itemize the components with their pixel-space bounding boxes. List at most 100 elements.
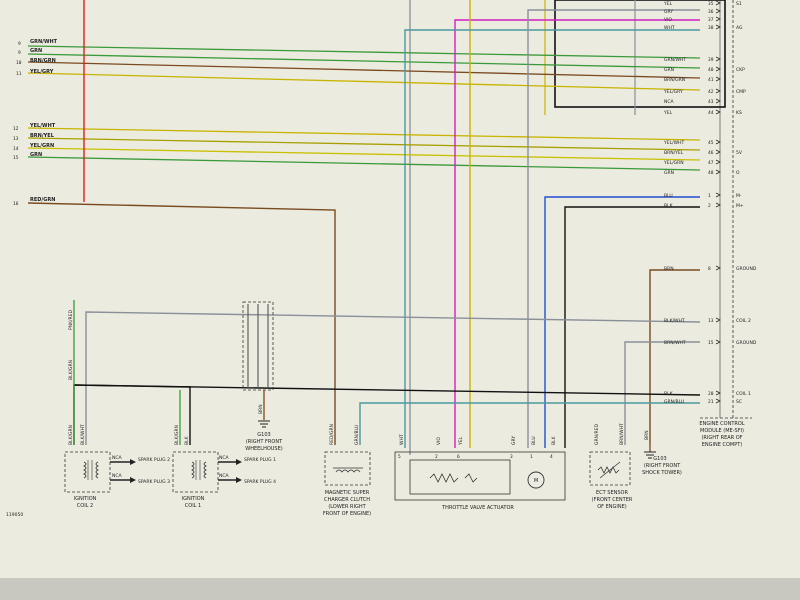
svg-text:WHT: WHT (399, 434, 405, 445)
connector-chevron-icon (715, 202, 721, 208)
diagram-sheet (0, 0, 800, 580)
svg-text:G103: G103 (653, 456, 666, 462)
svg-text:11: 11 (16, 71, 22, 77)
ecm-pin-number: 43 (708, 99, 714, 105)
left-wire-labels: 9 GRN/WHT 9 GRN 10 BRN/GRN 11 YEL/GRY 12… (13, 39, 58, 207)
throttle-resistor-icon (429, 473, 478, 483)
ecm-pin-number: 20 (708, 391, 714, 397)
svg-text:GRN: GRN (30, 48, 42, 54)
svg-text:CHARGER CLUTCH: CHARGER CLUTCH (324, 497, 370, 503)
ecm-pin-number: 46 (708, 150, 714, 156)
throttle-inner-box (409, 459, 511, 495)
ecm-wire-label: GRY (664, 9, 673, 15)
ect-sensor-box (589, 451, 631, 486)
gry-wire (527, 9, 700, 448)
svg-text:BLK/GRN: BLK/GRN (174, 425, 180, 445)
ecm-wire-label: GRN (664, 67, 674, 73)
svg-text:12: 12 (13, 126, 19, 132)
ecm-pin-number: 39 (708, 57, 714, 63)
ignition-coil-1-box (172, 451, 219, 493)
ecm-pin-number: 2 (708, 203, 711, 209)
connector-chevron-icon (715, 339, 721, 345)
connector-chevron-icon (715, 398, 721, 404)
connector-chevron-icon (715, 56, 721, 62)
ecm-pin-number: 13 (708, 318, 714, 324)
throttle-actuator-box (394, 451, 566, 501)
ecm-wire-label: BLU (664, 193, 673, 199)
ecm-wire-label: BLK/WHT (664, 318, 685, 324)
svg-text:(RIGHT FRONT: (RIGHT FRONT (246, 439, 283, 445)
vertical-wire-labels: PNK/RED BLK/GRN BLK/GRN BLK/WHT BLK/GRN … (68, 309, 650, 446)
ecm-pin-number: 38 (708, 25, 714, 31)
ecm-wire-label: WHT (664, 25, 675, 31)
ecm-wire-label: YEL/GRN (663, 160, 684, 166)
g103-shock-caption: G103 (RIGHT FRONT SHOCK TOWER) (642, 456, 682, 476)
top-block-black (554, 0, 726, 108)
ecm-signal-label: SC (736, 399, 742, 405)
ecm-wire-label: BLK (664, 203, 674, 209)
ecm-pin-number: 48 (708, 170, 714, 176)
ecm-signal-label: AG (736, 25, 743, 31)
ignition-coil-2-box (64, 451, 111, 493)
svg-text:(RIGHT REAR OF: (RIGHT REAR OF (701, 435, 742, 441)
svg-text:G103: G103 (257, 432, 270, 438)
coil1-spark-arrows (218, 461, 236, 481)
svg-text:BRN/WHT: BRN/WHT (619, 423, 625, 445)
ecm-pin-number: 40 (708, 67, 714, 73)
vio-wire (454, 19, 700, 448)
ecm-wire-label: BRN/YEL (664, 150, 684, 156)
svg-text:PNK/RED: PNK/RED (68, 309, 74, 330)
supercharger-clutch-box (324, 451, 371, 486)
svg-text:BLK: BLK (551, 435, 557, 445)
coil1-arrowhead-1-icon (236, 459, 242, 465)
ecm-pin-number: 15 (708, 340, 714, 346)
ground-symbol-icon (258, 420, 270, 428)
svg-text:BRN: BRN (258, 404, 264, 414)
svg-text:WHEELHOUSE): WHEELHOUSE) (245, 446, 282, 452)
g103-wheelhouse-caption: G103 (RIGHT FRONT WHEELHOUSE) (245, 432, 283, 452)
coil1-caption: IGNITION COIL 1 NCA NCA SPARK PLUG 1 SPA… (182, 455, 276, 509)
coil2-caption: IGNITION COIL 2 NCA NCA SPARK PLUG 2 SPA… (74, 455, 170, 509)
svg-text:NCA: NCA (219, 473, 230, 479)
svg-text:YEL/GRN: YEL/GRN (29, 143, 54, 149)
ect-thermistor-icon (597, 461, 621, 479)
svg-text:NCA: NCA (112, 473, 123, 479)
svg-text:ENGINE COMPT): ENGINE COMPT) (702, 442, 743, 448)
svg-text:GRN: GRN (30, 152, 42, 158)
svg-text:SPARK PLUG 3: SPARK PLUG 3 (138, 479, 170, 485)
ecm-signal-label: GROUND (736, 266, 757, 272)
svg-text:BLU: BLU (531, 436, 537, 445)
svg-text:9: 9 (18, 41, 21, 47)
blu-wire (544, 196, 700, 448)
ecm-wire-label: NCA (664, 99, 675, 105)
blk-wire (564, 206, 700, 448)
coil1-wire-b (73, 384, 191, 445)
ecm-pin-number: 21 (708, 399, 714, 405)
monitor-bezel-bottom (0, 578, 800, 600)
ecm-wire-label: BRN/WHT (664, 340, 686, 346)
svg-text:SPARK PLUG 2: SPARK PLUG 2 (138, 457, 170, 463)
ecm-wire-label: BRN/GRN (664, 77, 685, 83)
ecm-pin-row: WHT 38 AG (664, 24, 743, 31)
svg-text:COIL 2: COIL 2 (77, 503, 93, 509)
red-grn-wire (27, 202, 336, 445)
ecm-wire-label: YEL/GRY (663, 89, 683, 95)
svg-text:1: 1 (530, 454, 533, 460)
svg-text:(RIGHT FRONT: (RIGHT FRONT (644, 463, 681, 469)
brn-wht-wire (624, 341, 700, 445)
svg-text:BRN: BRN (644, 430, 650, 440)
throttle-pin-numbers: 5 2 6 3 1 4 (398, 454, 553, 460)
coil-2-winding-icon (83, 461, 99, 479)
svg-text:YEL/WHT: YEL/WHT (29, 123, 56, 129)
coil2-arrowhead-1-icon (130, 459, 136, 465)
ecm-wire-label: VIO (664, 17, 672, 23)
ecm-pin-number: 44 (708, 110, 714, 116)
